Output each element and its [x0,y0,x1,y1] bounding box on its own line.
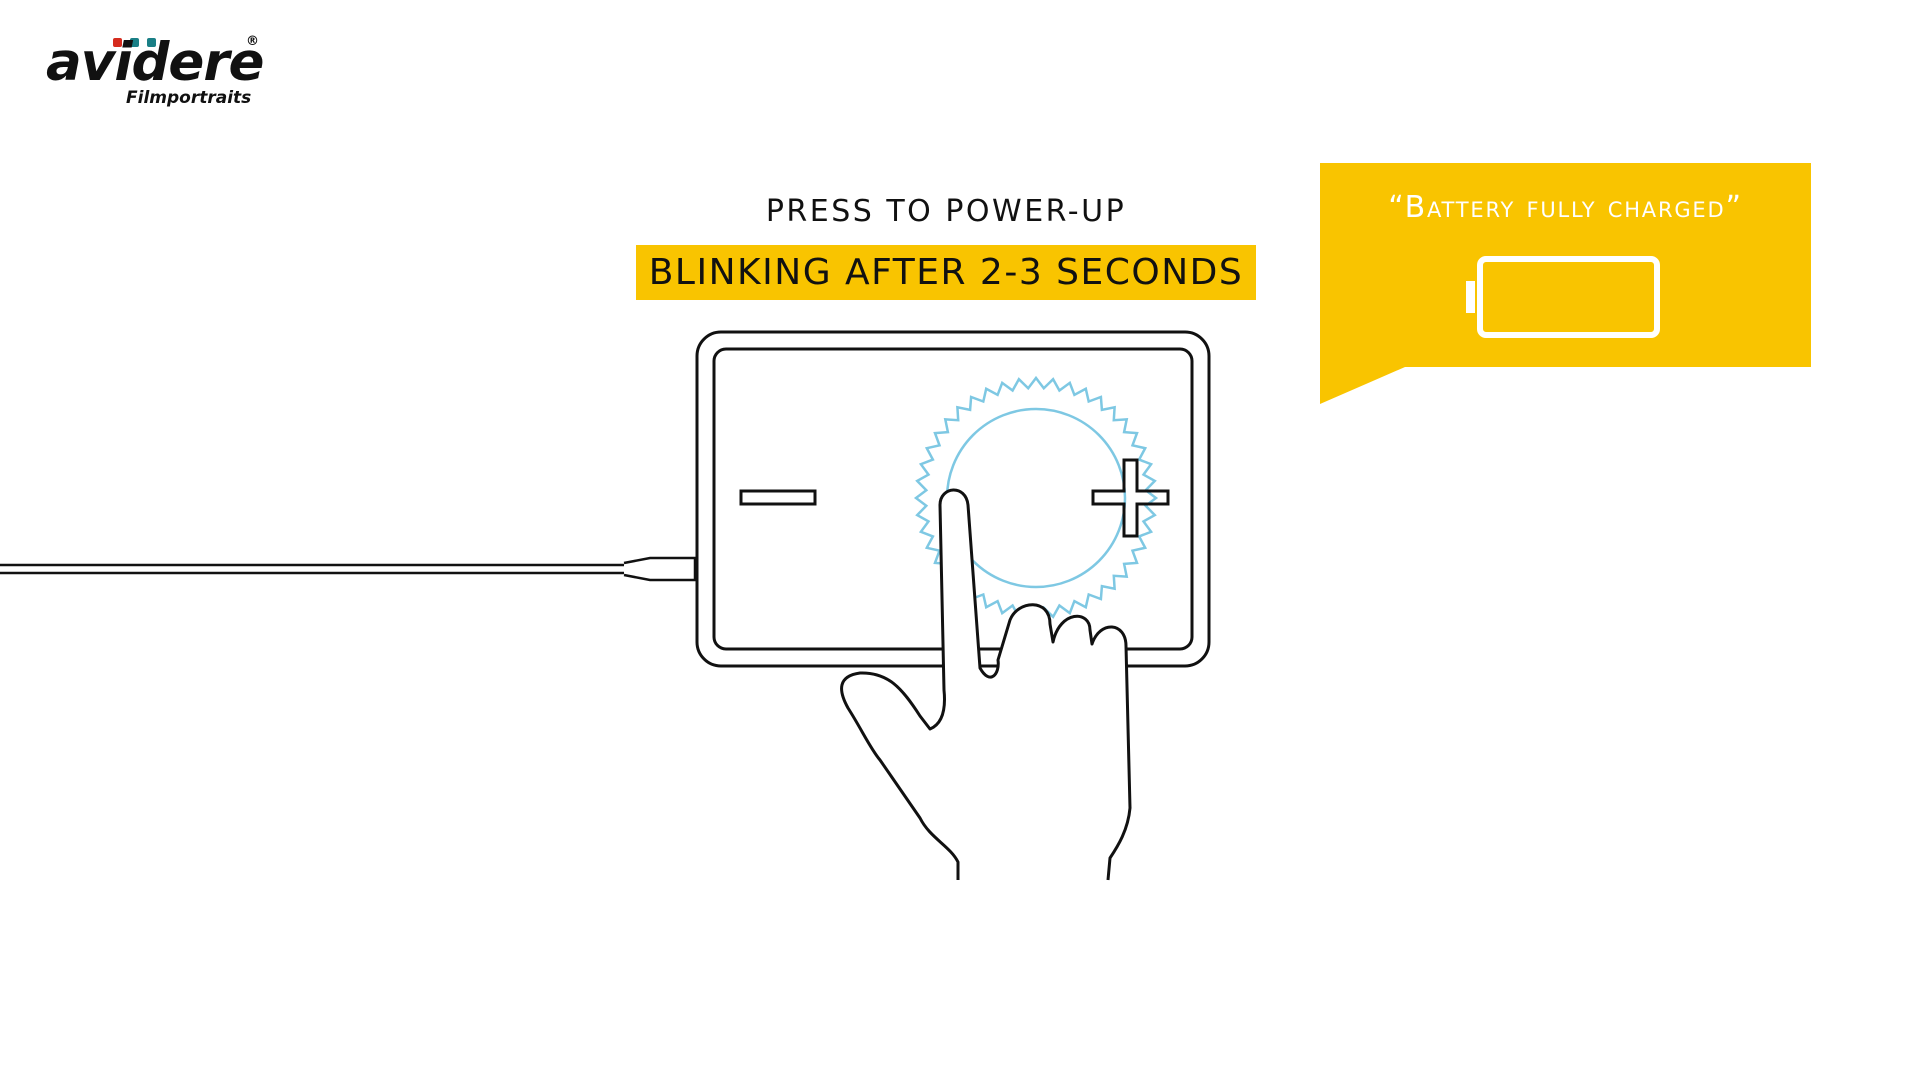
brand-logo: avidere ® Filmportraits [46,30,276,116]
logo-dots [113,38,156,47]
battery-full-icon [1466,256,1660,338]
charging-cable-icon [0,556,697,582]
pointing-hand-icon [840,488,1132,881]
device-illustration [0,330,1211,881]
minus-icon [739,489,817,506]
logo-dot-teal [130,38,139,47]
logo-dot-teal [147,38,156,47]
plus-icon [1091,458,1170,538]
instruction-highlight: BLINKING AFTER 2-3 SECONDS [636,245,1256,300]
logo-dot-red [113,38,122,47]
registered-mark: ® [246,34,259,49]
logo-subtitle: Filmportraits [126,88,252,108]
instruction-title: PRESS TO POWER-UP [765,194,1127,229]
status-message: “Battery fully charged” [1388,190,1743,225]
status-speech-bubble [1320,163,1811,404]
logo-wordmark: avidere [46,32,264,93]
